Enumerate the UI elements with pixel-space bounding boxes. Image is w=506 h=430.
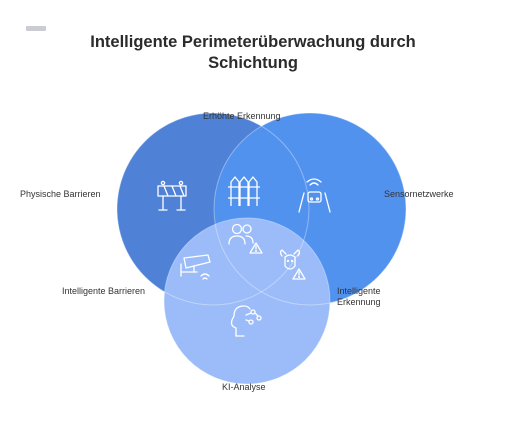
label-ai-analysis: KI-Analyse [222, 382, 266, 392]
animal-alert-icon [279, 249, 306, 280]
ai-head-icon [230, 305, 262, 337]
brand-logo [26, 26, 46, 31]
label-physical-barriers: Physische Barrieren [20, 189, 101, 199]
title-line-1: Intelligente Perimeterüberwachung durch [90, 33, 416, 51]
page-title: Intelligente Perimeterüberwachung durch … [0, 32, 506, 74]
label-intelligent-detection: Intelligente Erkennung [337, 286, 381, 308]
label-sensor-networks: Sensornetzwerke [384, 189, 454, 199]
people-alert-icon [228, 223, 263, 254]
barrier-icon [157, 180, 187, 211]
label-intelligent-detection-line-1: Intelligente [337, 286, 381, 296]
cctv-camera-icon [180, 254, 211, 280]
fence-icon [228, 176, 260, 206]
circle-ai-analysis [164, 218, 330, 384]
camera-sensor-icon [298, 178, 331, 213]
label-intelligent-detection-line-2: Erkennung [337, 297, 381, 307]
title-line-2: Schichtung [208, 54, 298, 72]
label-intelligent-barriers: Intelligente Barrieren [62, 286, 146, 296]
label-enhanced-detection: Erhöhte Erkennung [203, 111, 281, 121]
